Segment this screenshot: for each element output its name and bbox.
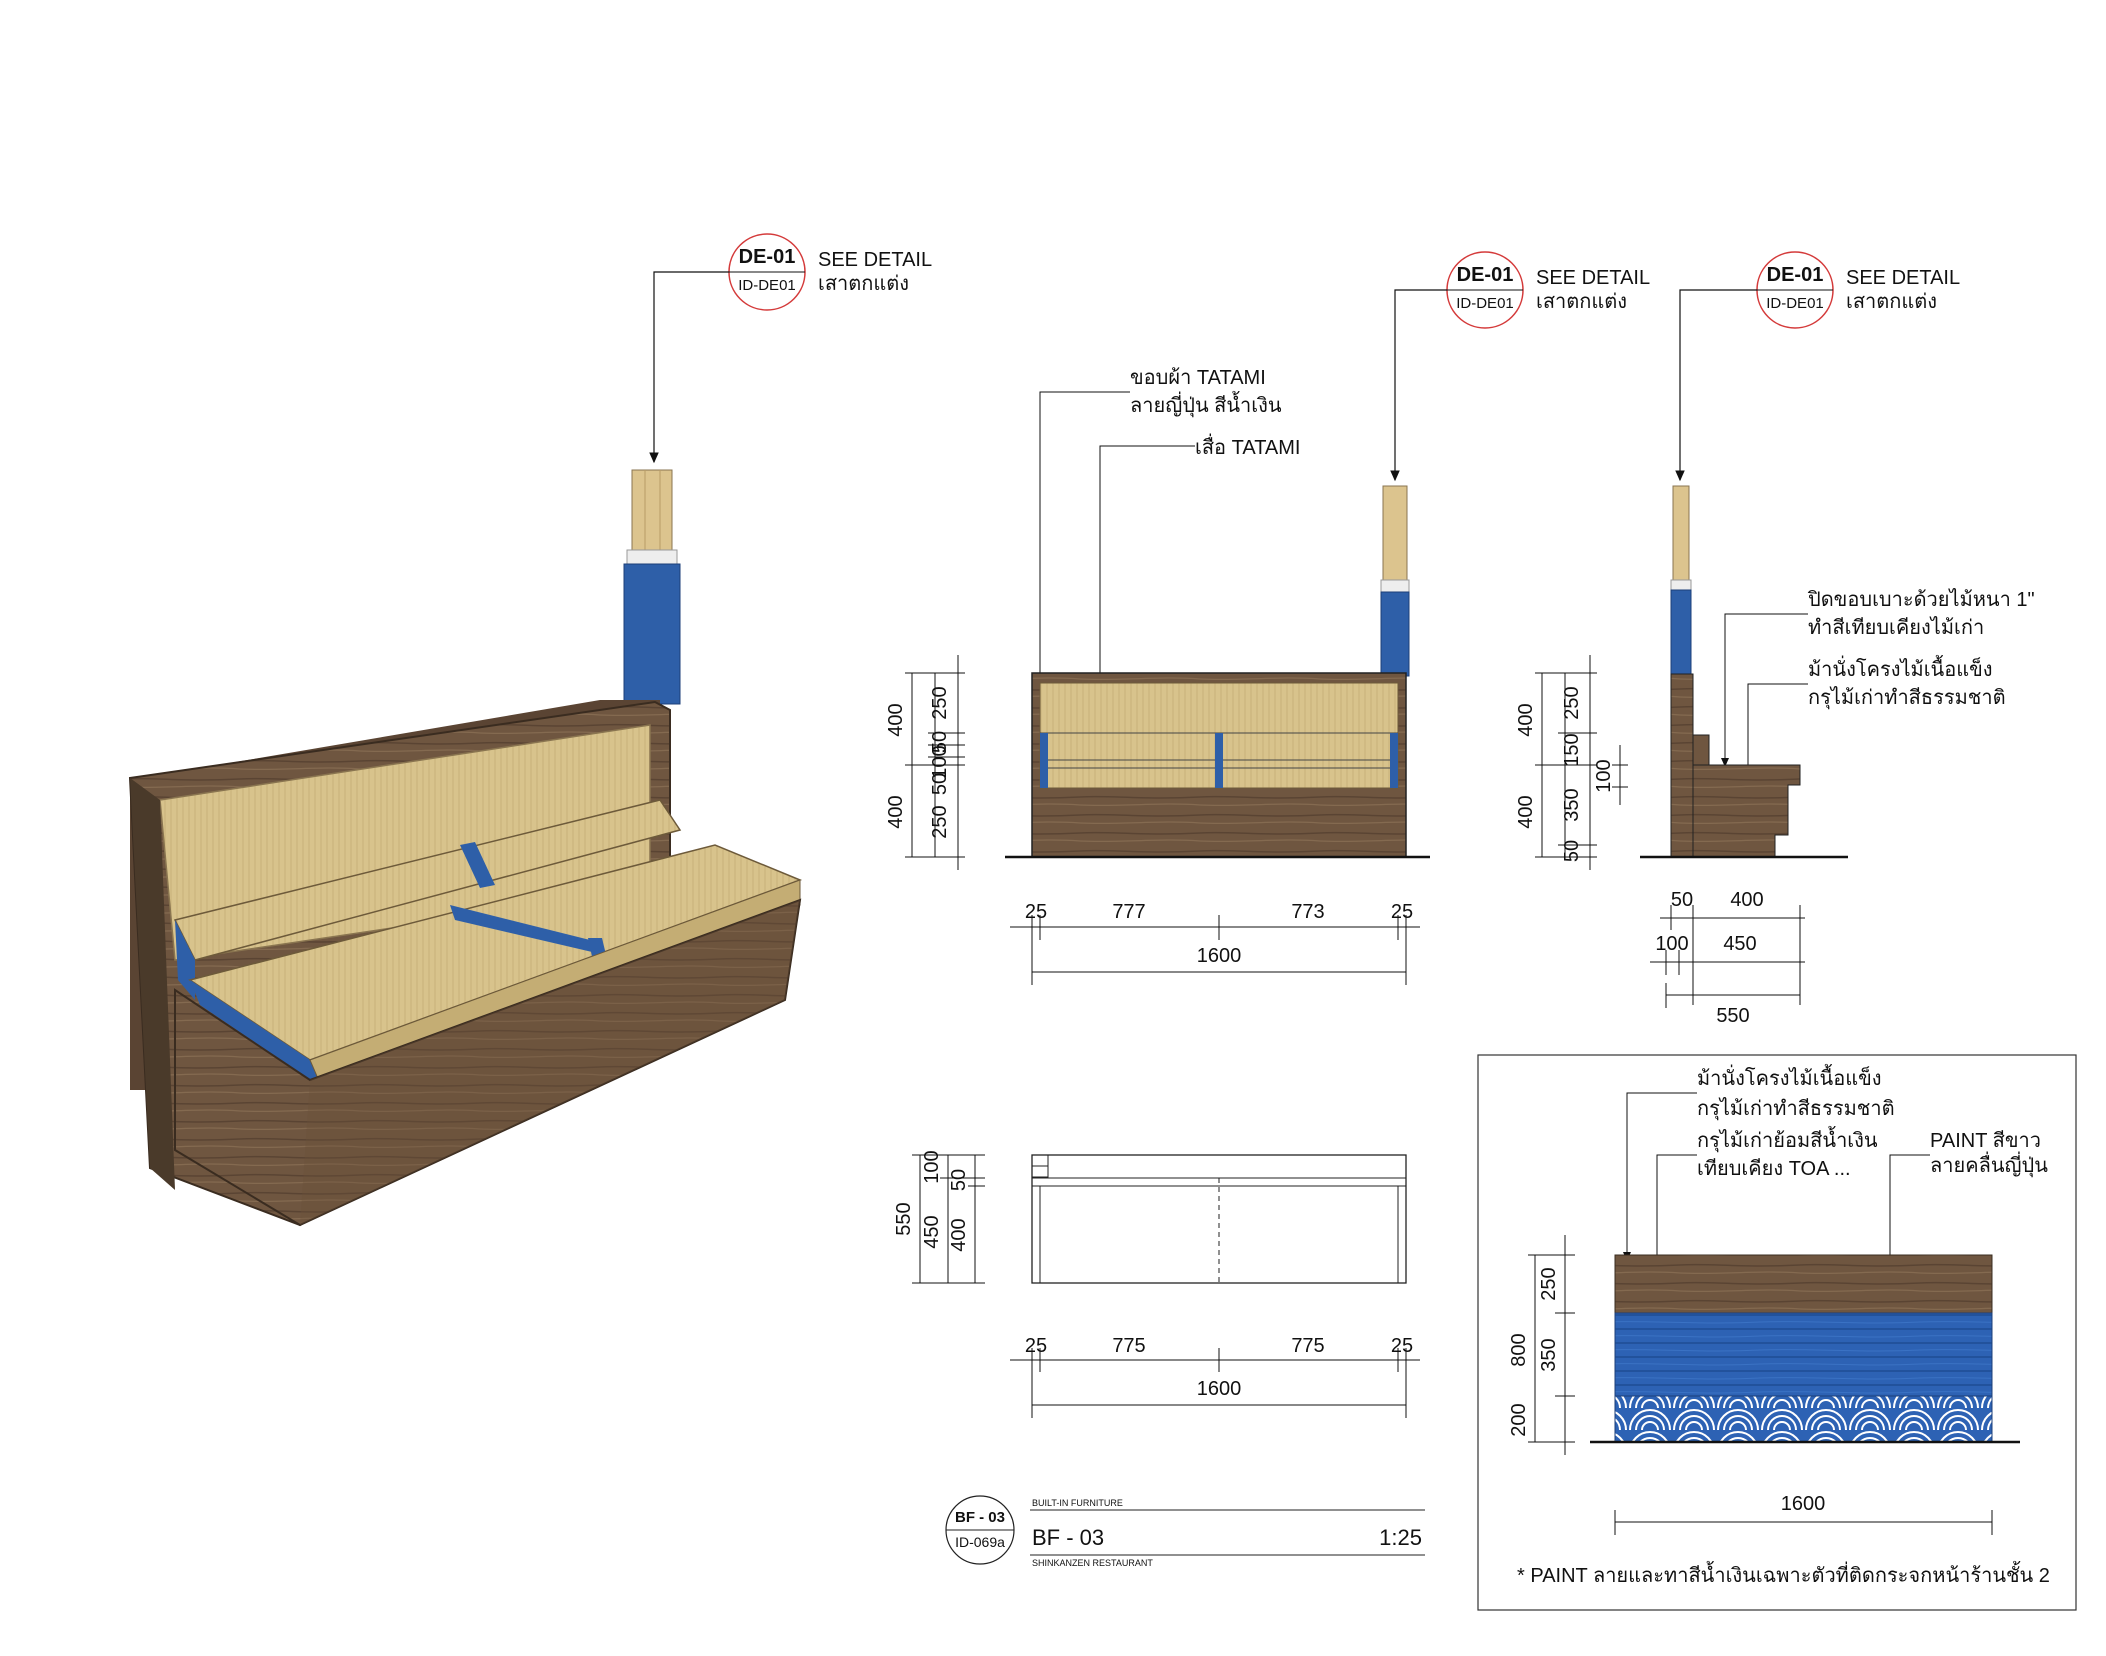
dim-h-right: 25 [1391,901,1413,923]
dim-h-mid-left: 775 [1112,1335,1145,1357]
callout-line2: เสาตกแต่ง [818,273,909,295]
dim-v-250: 250 [1561,686,1583,719]
note-edge-1: ขอบผ้า TATAMI [1130,367,1266,389]
side-vertical-dims [1535,655,1628,870]
dim-h-mid-left: 777 [1112,901,1145,923]
dim-h-left: 25 [1025,901,1047,923]
callout-line2: เสาตกแต่ง [1846,291,1937,313]
dim-h-450: 450 [1723,933,1756,955]
dim-v-250-top: 250 [929,686,951,719]
plan-view: 550 100 450 50 400 25 775 775 25 1600 [893,1150,1420,1418]
front-elevation: DE-01 ID-DE01 SEE DETAIL เสาตกแต่ง ขอบผ้… [885,251,1650,985]
callout-line1: SEE DETAIL [1846,267,1960,289]
dim-v-50b: 50 [929,773,951,795]
callout-tag: DE-01 [739,246,796,268]
note-trim-2: ทำสีเทียบเคียงไม้เก่า [1808,616,1984,639]
panel-horizontal-dim [1614,1510,1993,1535]
dim-h-mid-right: 773 [1291,901,1324,923]
side-elevation: DE-01 ID-DE01 SEE DETAIL เสาตกแต่ง ปิดขอ… [1515,251,2035,1027]
plan-vertical-dims [912,1154,985,1284]
note-edge-2: ลายญี่ปุ่น สีน้ำเงิน [1130,391,1282,418]
note-4: เทียบเคียง TOA ... [1697,1158,1851,1180]
front-vertical-dims [905,655,965,870]
front-horizontal-dims [1010,915,1420,985]
dim-h-right: 25 [1391,1335,1413,1357]
dim-h-total: 1600 [1197,1378,1242,1400]
dim-v-upper: 400 [1515,703,1537,736]
dim-v-50: 50 [948,1169,970,1191]
dim-h-50: 50 [1671,889,1693,911]
dim-v-100: 100 [921,1150,943,1183]
dim-v-450: 450 [921,1215,943,1248]
title-block: BF - 03 ID-069a BUILT-IN FURNITURE BF - … [945,1495,1425,1568]
callout-front: DE-01 ID-DE01 SEE DETAIL เสาตกแต่ง [1390,251,1650,482]
side-horizontal-dims [1650,905,1805,1008]
dim-v-250-bot: 250 [929,805,951,838]
dim-v-350: 350 [1538,1338,1560,1371]
callout-line1: SEE DETAIL [818,249,932,271]
paint-2: ลายคลื่นญี่ปุ่น [1930,1151,2048,1178]
dim-v-350: 350 [1561,788,1583,821]
note-mat: เสื่อ TATAMI [1195,433,1301,459]
footnote: * PAINT ลายและทาสีน้ำเงินเฉพาะตัวที่ติดก… [1517,1561,2050,1587]
note-frame-1: ม้านั่งโครงไม้เนื้อแข็ง [1808,655,1993,681]
callout-tag: DE-01 [1767,264,1824,286]
callout-ref: ID-DE01 [1766,295,1824,312]
title-scale: 1:25 [1379,1525,1422,1550]
callout-persp: DE-01 ID-DE01 SEE DETAIL เสาตกแต่ง [649,233,932,464]
dim-v-50: 50 [1561,840,1583,862]
paint-1: PAINT สีขาว [1930,1130,2041,1152]
note-2: กรุไม้เก่าทำสีธรรมชาติ [1697,1097,1895,1121]
dim-v-400: 400 [948,1218,970,1251]
dim-v-800: 800 [1508,1333,1530,1366]
dim-h-total: 1600 [1197,945,1242,967]
dim-v-100: 100 [1593,759,1615,792]
dim-v-upper: 400 [885,703,907,736]
dim-v-lower: 400 [885,795,907,828]
note-1: ม้านั่งโครงไม้เนื้อแข็ง [1697,1064,1882,1090]
title-tag: BF - 03 [955,1509,1005,1526]
back-panel-detail: ม้านั่งโครงไม้เนื้อแข็ง กรุไม้เก่าทำสีธร… [1477,1054,2077,1611]
dim-v-250: 250 [1538,1267,1560,1300]
dim-v-100: 100 [929,745,951,778]
callout-ref: ID-DE01 [1456,295,1514,312]
note-trim-1: ปิดขอบเบาะด้วยไม้หนา 1" [1808,588,2035,611]
dim-v-200: 200 [1508,1403,1530,1436]
callout-side: DE-01 ID-DE01 SEE DETAIL เสาตกแต่ง [1675,251,1960,482]
dim-v-550: 550 [893,1202,915,1235]
dim-h-left: 25 [1025,1335,1047,1357]
dim-v-lower: 400 [1515,795,1537,828]
title-name: BF - 03 [1032,1525,1104,1550]
note-3: กรุไม้เก่าย้อมสีน้ำเงิน [1697,1126,1878,1153]
title-project: SHINKANZEN RESTAURANT [1032,1558,1153,1568]
perspective-view: DE-01 ID-DE01 SEE DETAIL เสาตกแต่ง [128,233,932,1227]
callout-line1: SEE DETAIL [1536,267,1650,289]
callout-line2: เสาตกแต่ง [1536,291,1627,313]
callout-tag: DE-01 [1457,264,1514,286]
panel-vertical-dims [1528,1235,1575,1455]
callout-ref: ID-DE01 [738,277,796,294]
dim-h-100: 100 [1655,933,1688,955]
dim-h-total: 1600 [1781,1493,1826,1515]
title-ref: ID-069a [955,1534,1005,1550]
title-category: BUILT-IN FURNITURE [1032,1498,1123,1508]
dim-h-400: 400 [1730,889,1763,911]
dim-v-150: 150 [1561,733,1583,766]
dim-v-50a: 50 [929,731,951,753]
note-frame-2: กรุไม้เก่าทำสีธรรมชาติ [1808,686,2006,710]
plan-horizontal-dims [1010,1348,1420,1418]
dim-h-550: 550 [1716,1005,1749,1027]
dim-h-mid-right: 775 [1291,1335,1324,1357]
